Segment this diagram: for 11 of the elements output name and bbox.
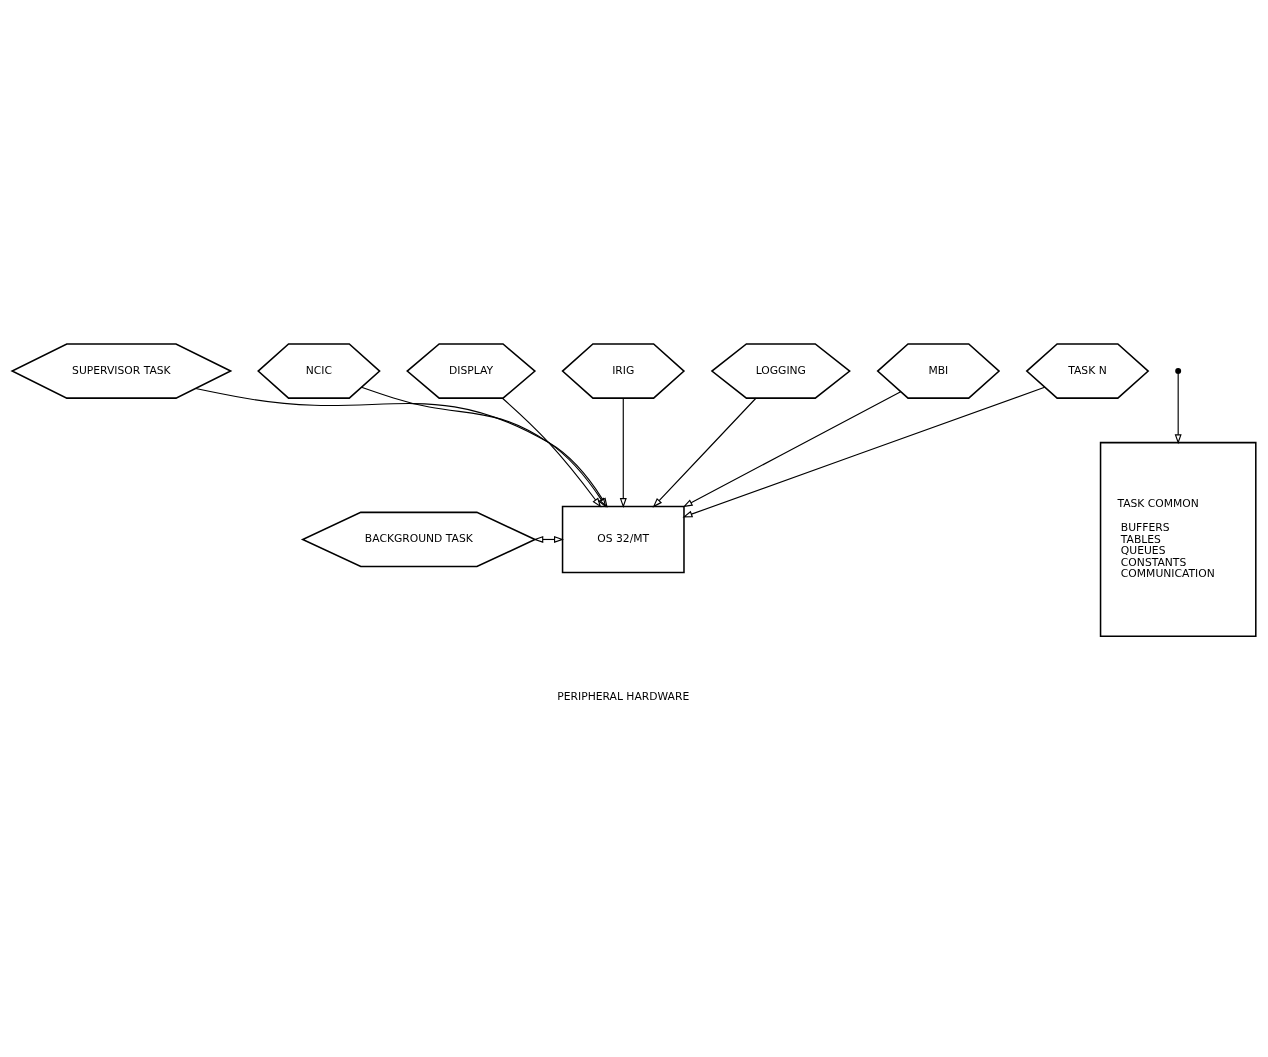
arrow [652, 397, 757, 508]
node-box: TASK COMMON BUFFERS TABLES QUEUES CONSTANTS COMMUNICATION [1099, 441, 1257, 637]
arrow [195, 387, 608, 508]
arrow [619, 397, 627, 508]
arrow [682, 390, 902, 507]
arrow [501, 397, 602, 508]
arrow [1174, 372, 1182, 444]
label: PERIPHERAL HARDWARE [557, 689, 690, 703]
arrow [360, 386, 607, 508]
arrow [682, 386, 1046, 517]
node-box: OS 32/MT [561, 505, 685, 573]
